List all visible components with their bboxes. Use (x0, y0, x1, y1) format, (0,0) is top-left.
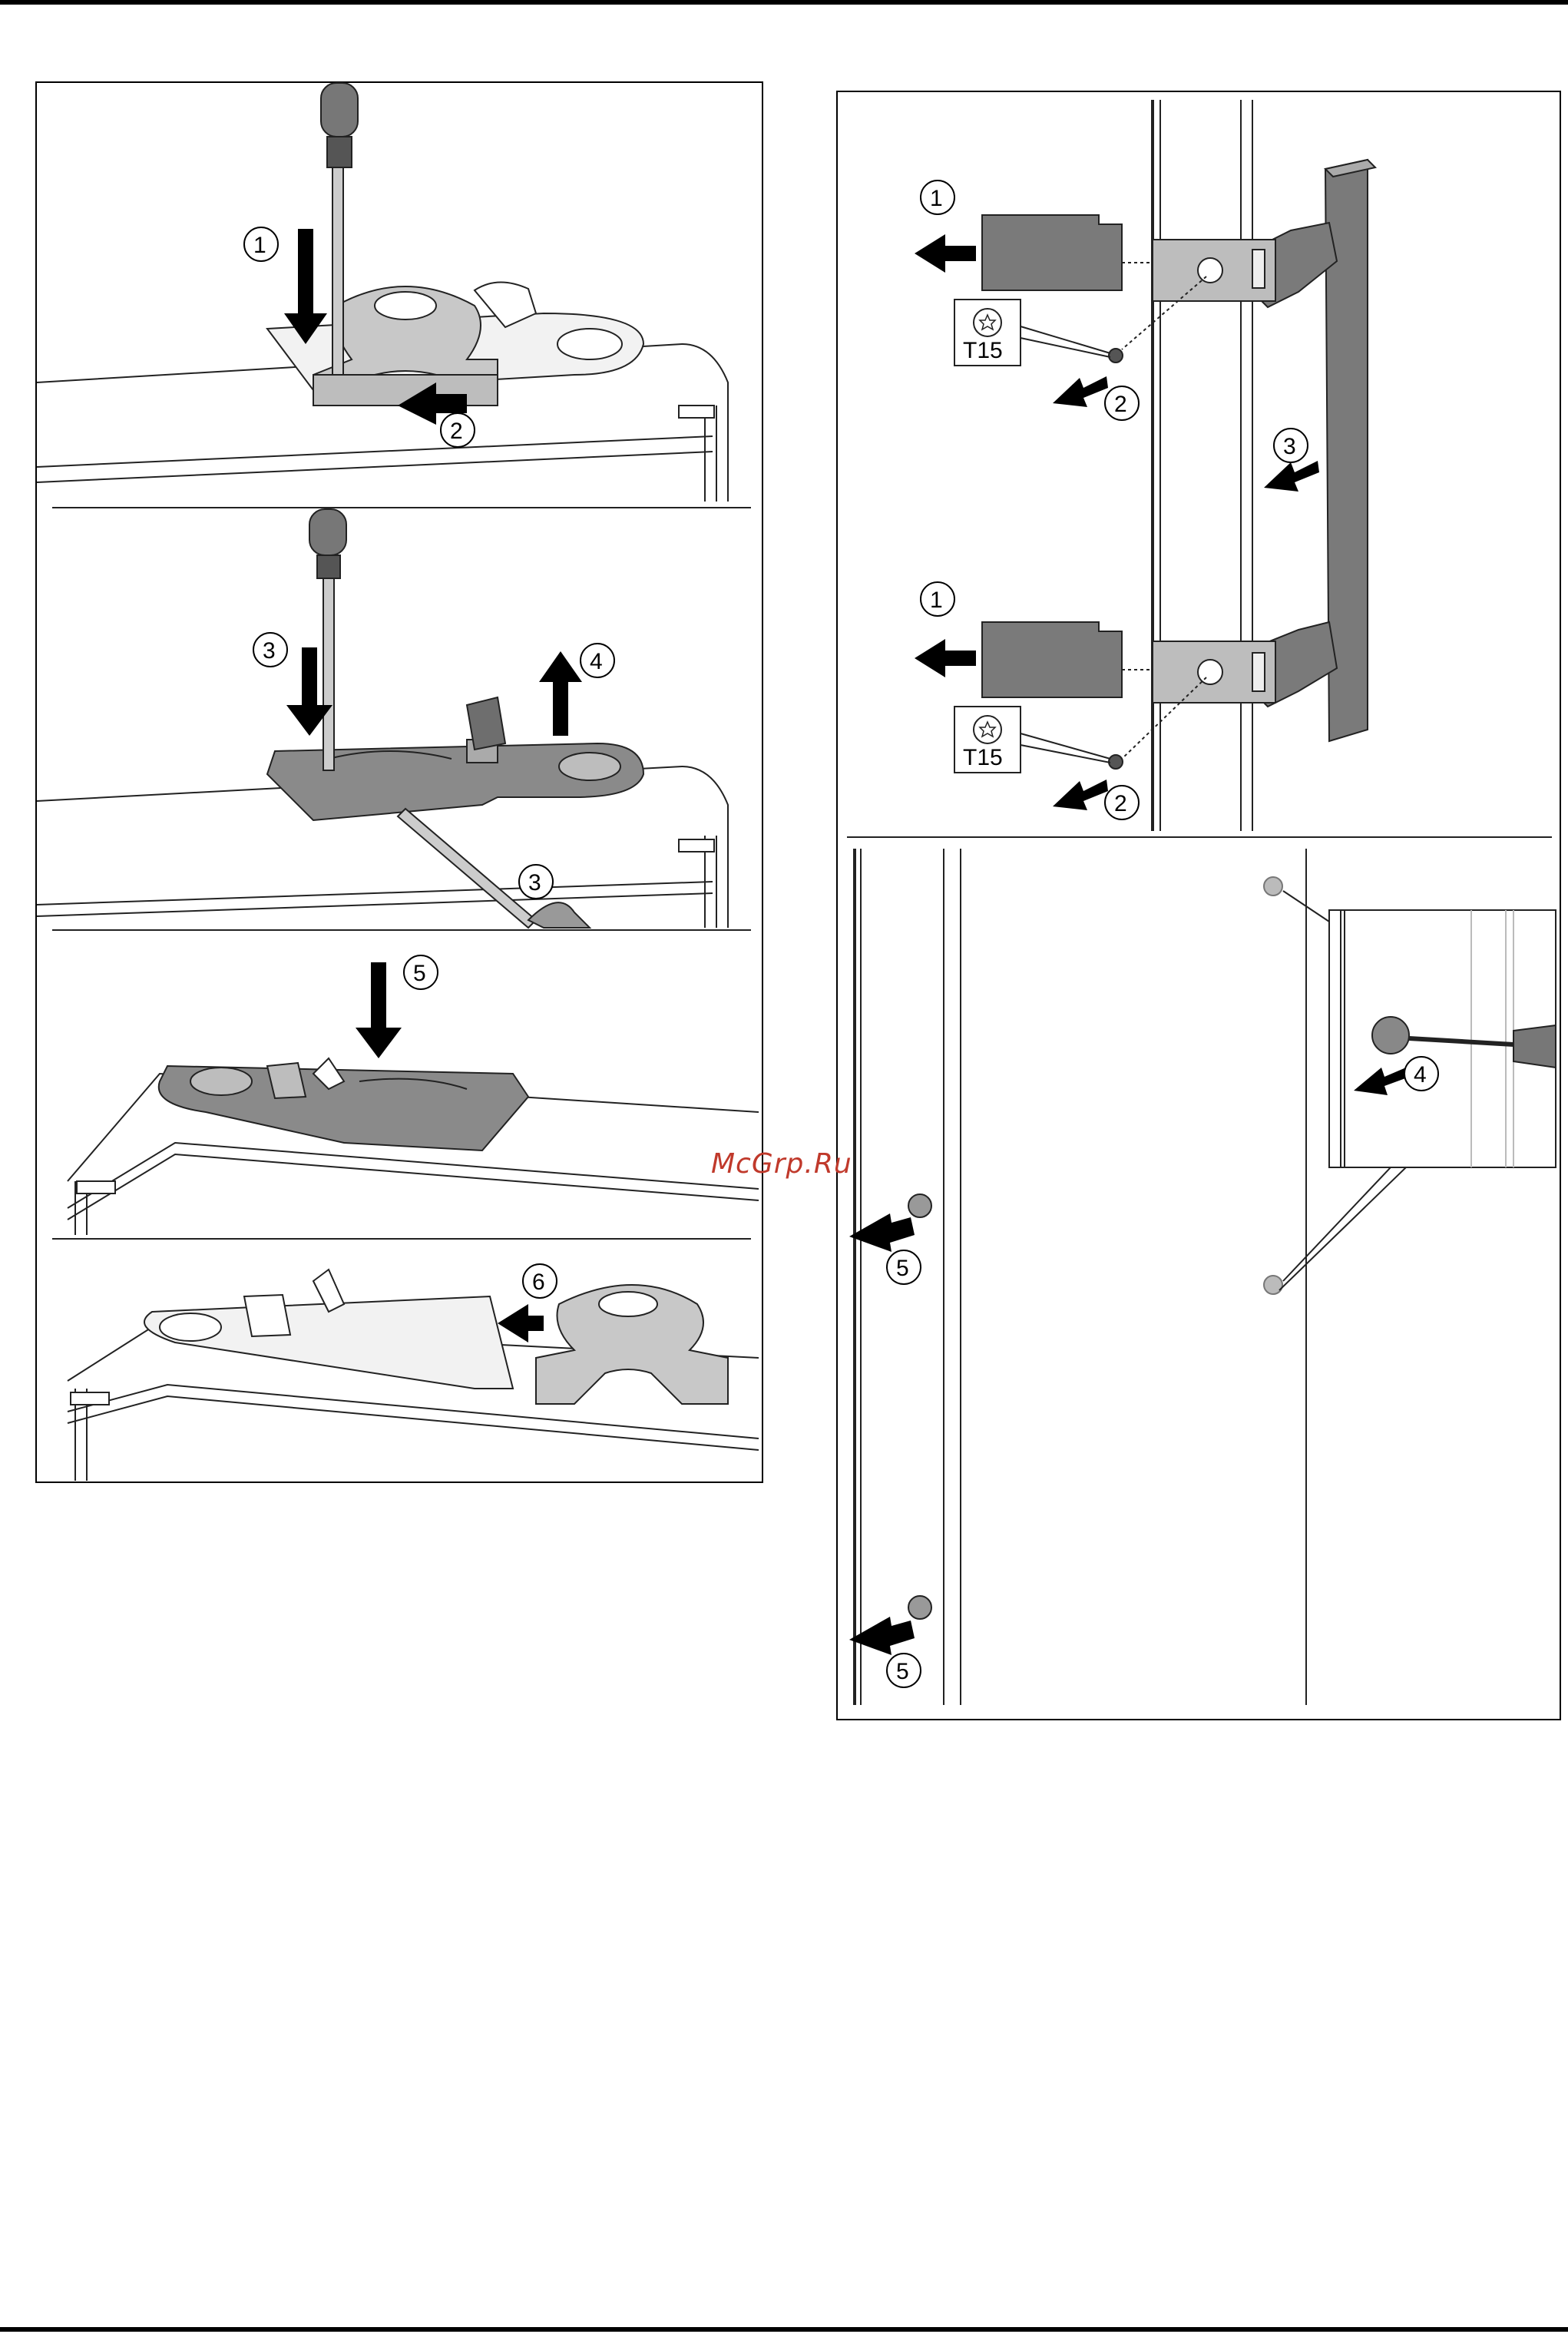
hinge-illustration: 1 2 (37, 83, 765, 1485)
top-rule (0, 0, 1568, 5)
tool-label-t15-bottom: T15 (963, 745, 1003, 770)
callout-upper-step-2: 2 (1114, 392, 1127, 417)
bottom-rule (0, 2327, 1568, 2332)
upper-panel: T15 T15 1 2 3 1 2 (915, 100, 1375, 831)
callout-lower-step-5a: 5 (896, 1256, 909, 1281)
handle-illustration: T15 T15 1 2 3 1 2 (838, 92, 1563, 1722)
callout-step-2: 2 (450, 419, 463, 444)
tool-label-t15-top: T15 (963, 338, 1003, 363)
handle-illustration-frame: T15 T15 1 2 3 1 2 (836, 91, 1561, 1720)
callout-upper-step-1b: 1 (930, 588, 943, 613)
callout-step-5: 5 (413, 961, 426, 986)
callout-upper-step-3: 3 (1283, 434, 1296, 459)
callout-step-4: 4 (590, 649, 603, 674)
callout-step-3b: 3 (528, 870, 541, 896)
callout-lower-step-4: 4 (1414, 1062, 1427, 1088)
callout-lower-step-5b: 5 (896, 1659, 909, 1684)
panel-1: 1 2 (37, 83, 728, 502)
callout-step-6: 6 (532, 1270, 545, 1295)
panel-3: 5 (68, 955, 759, 1235)
lower-panel: 4 5 5 (849, 849, 1556, 1705)
panel-4: 6 (68, 1264, 759, 1481)
hinge-illustration-frame: 1 2 (35, 81, 763, 1483)
callout-step-3: 3 (263, 638, 276, 664)
callout-upper-step-1: 1 (930, 186, 943, 211)
panel-2: 3 4 3 (37, 509, 728, 928)
callout-upper-step-2b: 2 (1114, 791, 1127, 816)
watermark-text: McGrp.Ru (711, 1148, 852, 1180)
callout-step-1: 1 (253, 233, 266, 258)
